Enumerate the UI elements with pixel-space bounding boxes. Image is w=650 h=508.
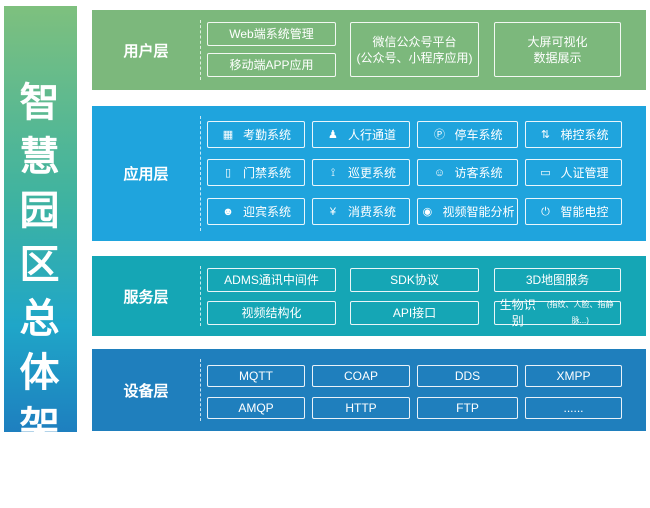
- app-item: ⟟ 巡更系统: [312, 159, 410, 186]
- box-label: API接口: [392, 306, 437, 320]
- box-sublabel: (公众号、小程序应用): [356, 50, 473, 65]
- app-item-label: 门禁系统: [242, 165, 291, 180]
- welcome-icon: ☻: [222, 205, 234, 218]
- visitor-icon: ☺: [433, 166, 446, 179]
- divider: [200, 359, 201, 421]
- title-char: 总: [19, 297, 62, 341]
- box-sublabel: 数据展示: [533, 50, 582, 65]
- divider: [200, 116, 201, 231]
- box-mobile-app: 移动端APP应用: [207, 53, 336, 77]
- elevator-icon: ⇅: [540, 128, 551, 141]
- box-label: 移动端APP应用: [229, 58, 314, 72]
- app-item: Ⓟ 停车系统: [417, 121, 518, 148]
- box-label: 微信公众号平台: [372, 34, 457, 49]
- app-item: ⇅ 梯控系统: [525, 121, 622, 148]
- protocol-box: DDS: [417, 365, 518, 387]
- box-video-structuring: 视频结构化: [207, 301, 336, 325]
- layer-name-user: 用户层: [123, 42, 169, 60]
- app-item: ▭ 人证管理: [525, 159, 622, 186]
- box-label: 3D地图服务: [525, 273, 590, 287]
- box-sdk: SDK协议: [350, 268, 479, 292]
- yen-icon: ¥: [329, 205, 337, 218]
- box-dashboard: 大屏可视化 数据展示: [494, 22, 621, 77]
- app-item: ◉ 视频智能分析: [417, 198, 518, 225]
- layer-name-service: 服务层: [123, 288, 169, 306]
- layer-name-device: 设备层: [123, 382, 169, 400]
- title-char: 构: [19, 459, 62, 503]
- device-layer: 设备层 MQTT COAP DDS XMPP AMQP HTTP FTP......: [92, 349, 646, 431]
- protocol-box: AMQP: [207, 397, 305, 419]
- door-icon: ▯: [224, 166, 232, 179]
- protocol-label: MQTT: [239, 369, 273, 383]
- app-item-label: 巡更系统: [347, 165, 396, 180]
- title-char: 体: [19, 351, 62, 395]
- protocol-box: FTP: [417, 397, 518, 419]
- app-item-label: 人证管理: [560, 165, 609, 180]
- box-biometrics: 生物识别 (指纹、人脸、指静脉...): [494, 298, 621, 328]
- box-label: SDK协议: [390, 273, 439, 287]
- app-item: ¥ 消费系统: [312, 198, 410, 225]
- app-item-label: 迎宾系统: [242, 204, 291, 219]
- app-item-label: 视频智能分析: [442, 204, 515, 219]
- box-api: API接口: [350, 301, 479, 325]
- user-layer: 用户层 Web端系统管理 移动端APP应用 微信公众号平台 (公众号、小程序应用…: [92, 10, 646, 90]
- route-icon: ⟟: [330, 166, 336, 179]
- architecture-title: 智慧园区总体架构: [4, 76, 77, 508]
- app-item: ▯ 门禁系统: [207, 159, 305, 186]
- power-icon: ⏻: [541, 205, 550, 218]
- title-char: 智: [19, 81, 62, 125]
- app-item-label: 梯控系统: [560, 127, 609, 142]
- protocol-label: AMQP: [238, 401, 274, 415]
- app-item: ☻ 迎宾系统: [207, 198, 305, 225]
- box-label: Web端系统管理: [229, 27, 314, 41]
- app-item-label: 消费系统: [347, 204, 396, 219]
- service-layer: 服务层 ADMS通讯中间件 SDK协议 3D地图服务 视频结构化 API接口 生…: [92, 256, 646, 336]
- box-web-admin: Web端系统管理: [207, 22, 336, 46]
- person-icon: ♟: [328, 128, 338, 141]
- title-char: 架: [19, 405, 62, 449]
- box-adms: ADMS通讯中间件: [207, 268, 336, 292]
- box-wechat-platform: 微信公众号平台 (公众号、小程序应用): [350, 22, 479, 77]
- protocol-box: ......: [525, 397, 622, 419]
- app-item: ▦ 考勤系统: [207, 121, 305, 148]
- layer-name-app: 应用层: [123, 166, 169, 183]
- protocol-box: HTTP: [312, 397, 410, 419]
- protocol-label: XMPP: [556, 369, 591, 383]
- box-label: ADMS通讯中间件: [224, 273, 319, 287]
- app-item: ☺ 访客系统: [417, 159, 518, 186]
- protocol-label: ......: [563, 401, 584, 415]
- protocol-box: XMPP: [525, 365, 622, 387]
- title-char: 园: [19, 189, 62, 233]
- box-label: 生物识别: [499, 298, 536, 328]
- protocol-label: FTP: [456, 401, 479, 415]
- box-label: 视频结构化: [241, 306, 302, 320]
- divider: [200, 20, 201, 80]
- app-item-label: 智能电控: [560, 204, 609, 219]
- protocol-label: COAP: [343, 369, 378, 383]
- protocol-label: DDS: [454, 369, 481, 383]
- title-char: 区: [19, 243, 62, 287]
- title-char: 慧: [19, 135, 62, 179]
- camera-icon: ◉: [422, 205, 433, 218]
- box-sublabel: (指纹、人脸、指静脉...): [546, 300, 614, 325]
- app-item: ⏻ 智能电控: [525, 198, 622, 225]
- architecture-title-panel: 智慧园区总体架构: [4, 6, 77, 503]
- box-label: 大屏可视化: [527, 34, 588, 49]
- protocol-label: HTTP: [345, 401, 377, 415]
- parking-icon: Ⓟ: [433, 128, 445, 141]
- box-3d-map: 3D地图服务: [494, 268, 621, 292]
- id-card-icon: ▭: [540, 166, 551, 179]
- calendar-icon: ▦: [222, 128, 234, 141]
- app-item-label: 访客系统: [454, 165, 503, 180]
- app-item-label: 人行通道: [347, 127, 396, 142]
- divider: [200, 266, 201, 326]
- app-item-label: 停车系统: [454, 127, 503, 142]
- app-item: ♟ 人行通道: [312, 121, 410, 148]
- app-item-label: 考勤系统: [242, 127, 291, 142]
- application-layer: 应用层 ▦ 考勤系统 ♟ 人行通道 Ⓟ 停车系统 ⇅ 梯控系统 ▯ 门禁系统 ⟟ 巡更系统 ☺ 访客系统 ▭…: [92, 106, 646, 241]
- protocol-box: COAP: [312, 365, 410, 387]
- protocol-box: MQTT: [207, 365, 305, 387]
